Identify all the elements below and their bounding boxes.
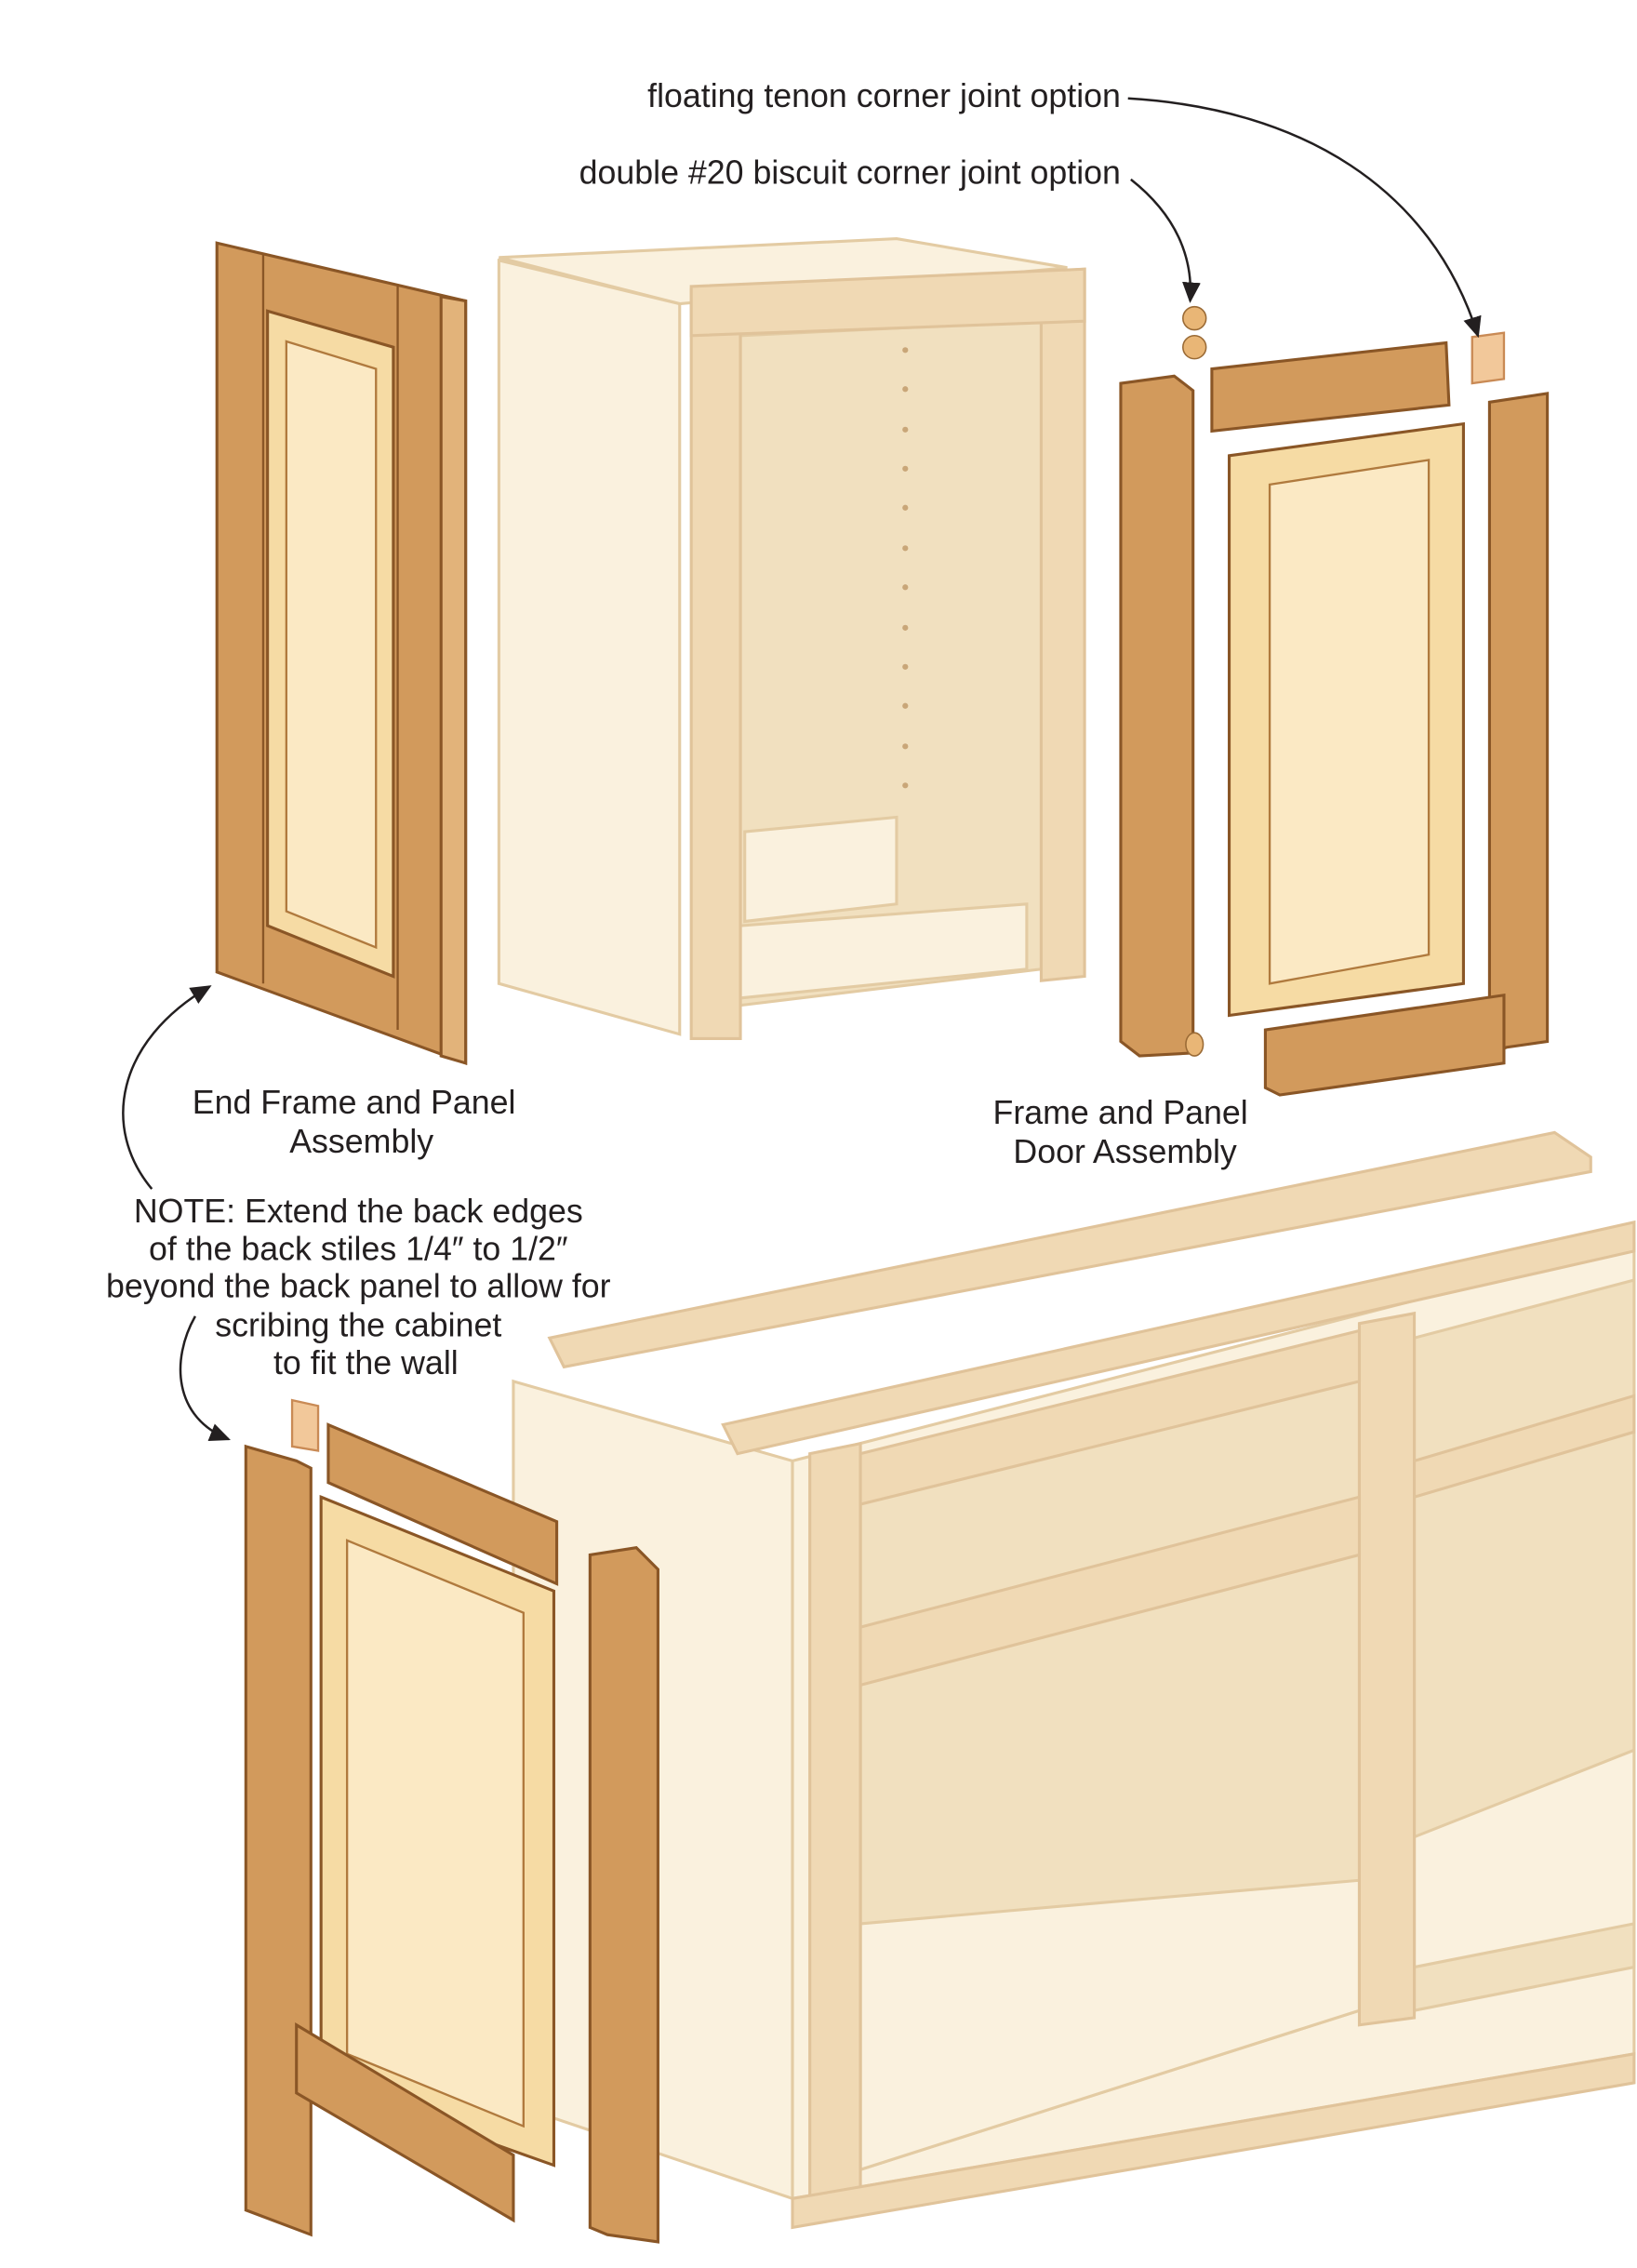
bottom-rail <box>1263 993 1506 1097</box>
top-rail <box>1210 340 1451 434</box>
floating-tenon <box>290 1398 320 1452</box>
arrow-note <box>179 1315 231 1441</box>
biscuit <box>1182 305 1207 331</box>
shelf-pin-holes <box>902 347 909 789</box>
door-assembly-bottom <box>244 1398 659 2244</box>
top-rail <box>326 1422 559 1586</box>
end-frame-panel <box>215 241 468 1066</box>
label-floating-tenon: floating tenon corner joint option <box>647 77 1121 114</box>
arrow-end-frame <box>122 985 212 1190</box>
left-stile <box>244 1444 313 2237</box>
bottom-rail <box>295 2021 515 2223</box>
note-text: NOTE: Extend the back edges of the back … <box>106 1193 620 1381</box>
biscuit <box>1185 1032 1204 1057</box>
right-stile <box>588 1546 659 2244</box>
label-biscuit: double #20 biscuit corner joint option <box>579 154 1121 192</box>
label-end-frame: End Frame and Panel Assembly <box>193 1084 526 1160</box>
arrow-biscuit <box>1130 178 1201 303</box>
floating-tenon <box>1471 331 1506 385</box>
arrow-floating-tenon <box>1127 97 1482 339</box>
label-door-assembly: Frame and Panel Door Assembly <box>993 1094 1258 1170</box>
biscuit <box>1182 334 1207 360</box>
wall-cabinet <box>497 237 1086 1040</box>
right-stile <box>1487 392 1550 1056</box>
base-cabinet <box>512 1130 1636 2230</box>
left-stile <box>1119 374 1195 1058</box>
door-assembly-top <box>1119 305 1550 1097</box>
